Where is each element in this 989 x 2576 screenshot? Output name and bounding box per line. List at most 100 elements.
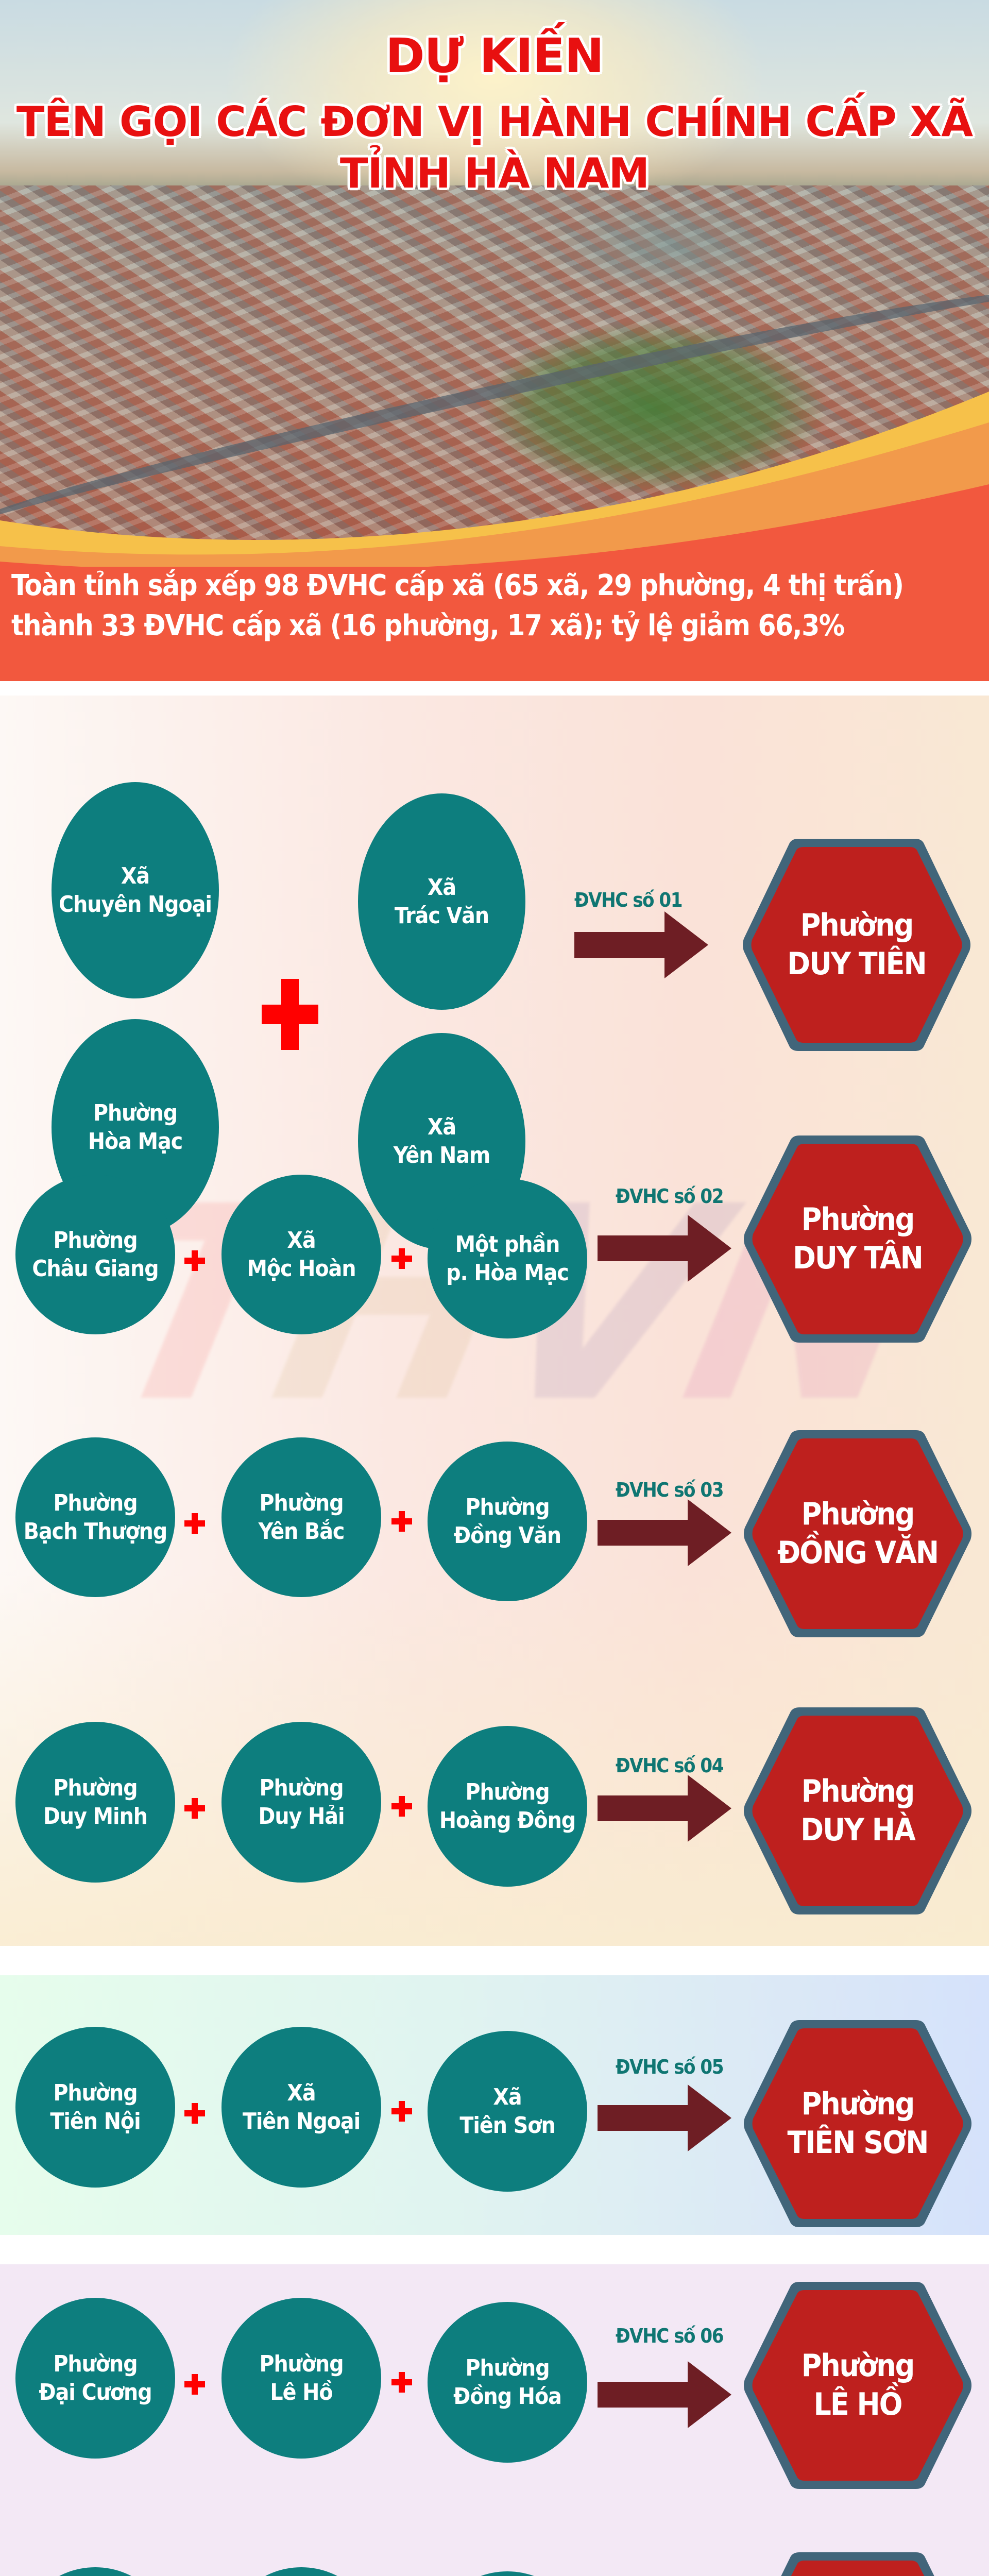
summary-line-2: thành 33 ĐVHC cấp xã (16 phường, 17 xã);… [11,609,845,642]
source-unit-type: Một phần [455,1231,560,1258]
source-unit-circle[interactable]: PhườngTân Sơn [221,2567,381,2576]
source-unit-type: Phường [259,2351,344,2377]
result-unit-text: PhườngNGUYỄN ÚY [757,2550,958,2576]
plus-icon [184,1513,205,1534]
source-unit-type: Xã [493,2084,522,2110]
source-unit-name: Hòa Mạc [88,1128,183,1155]
source-unit-type: Phường [465,1494,550,1520]
result-unit-name: LÊ HỒ [813,2386,902,2422]
result-unit-type: Phường [801,1496,915,1532]
source-unit-type: Phường [465,2355,550,2381]
source-unit-name: Duy Minh [43,1803,148,1829]
unit-number-label: ĐVHC số 01 [574,889,683,911]
result-unit-type: Phường [801,1773,915,1809]
plus-icon [391,1511,412,1532]
summary-line-1: Toàn tỉnh sắp xếp 98 ĐVHC cấp xã (65 xã,… [11,569,904,602]
source-unit-name: Đồng Hóa [453,2383,562,2410]
source-unit-name: Châu Giang [32,1256,159,1282]
result-unit-name: ĐỒNG VĂN [777,1535,939,1571]
source-unit-name: Mộc Hoàn [247,1256,356,1282]
arrow-right-icon [598,2361,731,2428]
source-unit-circle[interactable]: XãNguyễn Úy [428,2571,587,2576]
unit-number-label: ĐVHC số 04 [616,1754,724,1777]
source-unit-type: Xã [427,874,456,901]
plus-icon [391,1796,412,1817]
source-unit-name: Duy Hải [258,1803,345,1829]
source-unit-type: Phường [53,2080,138,2106]
result-unit-type: Phường [801,1201,915,1238]
unit-number-label: ĐVHC số 05 [616,2056,724,2078]
plus-icon [391,2101,412,2122]
source-unit-type: Phường [53,1227,138,1253]
source-unit-name: Lê Hồ [270,2379,333,2405]
source-unit-name: Bạch Thượng [23,1518,167,1545]
source-unit-name: Yên Nam [393,1142,491,1168]
result-unit-name: DUY HÀ [800,1812,915,1848]
source-unit-circle[interactable]: PhườngTượng Lĩnh [15,2567,175,2576]
result-unit-name: TIÊN SƠN [787,2125,929,2161]
source-unit-name: Yên Bắc [258,1518,345,1545]
title-line-1: DỰ KIẾN [385,28,604,83]
source-unit-name: p. Hòa Mạc [446,1260,569,1286]
plus-icon [184,2103,205,2124]
source-unit-name: Tiên Sơn [459,2112,555,2139]
source-unit-type: Phường [93,1100,178,1126]
result-unit-name: DUY TÂN [793,1240,924,1276]
source-unit-type: Phường [53,1490,138,1516]
plus-icon [184,2374,205,2395]
source-unit-name: Hoàng Đông [439,1807,576,1834]
source-unit-type: Xã [287,1227,316,1253]
summary-banner: Toàn tỉnh sắp xếp 98 ĐVHC cấp xã (65 xã,… [0,567,989,681]
arrow-right-icon [598,1215,731,1282]
unit-number-label: ĐVHC số 06 [616,2325,724,2347]
unit-number-label: ĐVHC số 02 [616,1185,724,1208]
plus-icon [184,1798,205,1819]
plus-icon [391,2372,412,2393]
source-unit-type: Xã [427,1114,456,1140]
result-unit-type: Phường [800,907,914,943]
header-swoosh-decoration [0,392,989,577]
result-unit-hexagon[interactable]: PhườngNGUYỄN ÚY [742,2550,974,2576]
source-unit-name: Chuyên Ngoại [59,891,212,918]
source-unit-type: Phường [259,1490,344,1516]
source-unit-type: Xã [287,2080,316,2106]
source-unit-type: Phường [259,1775,344,1801]
plus-icon [262,979,318,1050]
plus-icon [184,1250,205,1271]
source-unit-type: Phường [465,1779,550,1805]
source-unit-name: Đại Cương [39,2379,152,2405]
source-unit-type: Phường [53,2351,138,2377]
unit-number-label: ĐVHC số 03 [616,1479,724,1501]
arrow-right-icon [598,1499,731,1566]
title-line-3: TỈNH HÀ NAM [339,149,650,197]
source-unit-name: Đồng Văn [453,1522,561,1549]
